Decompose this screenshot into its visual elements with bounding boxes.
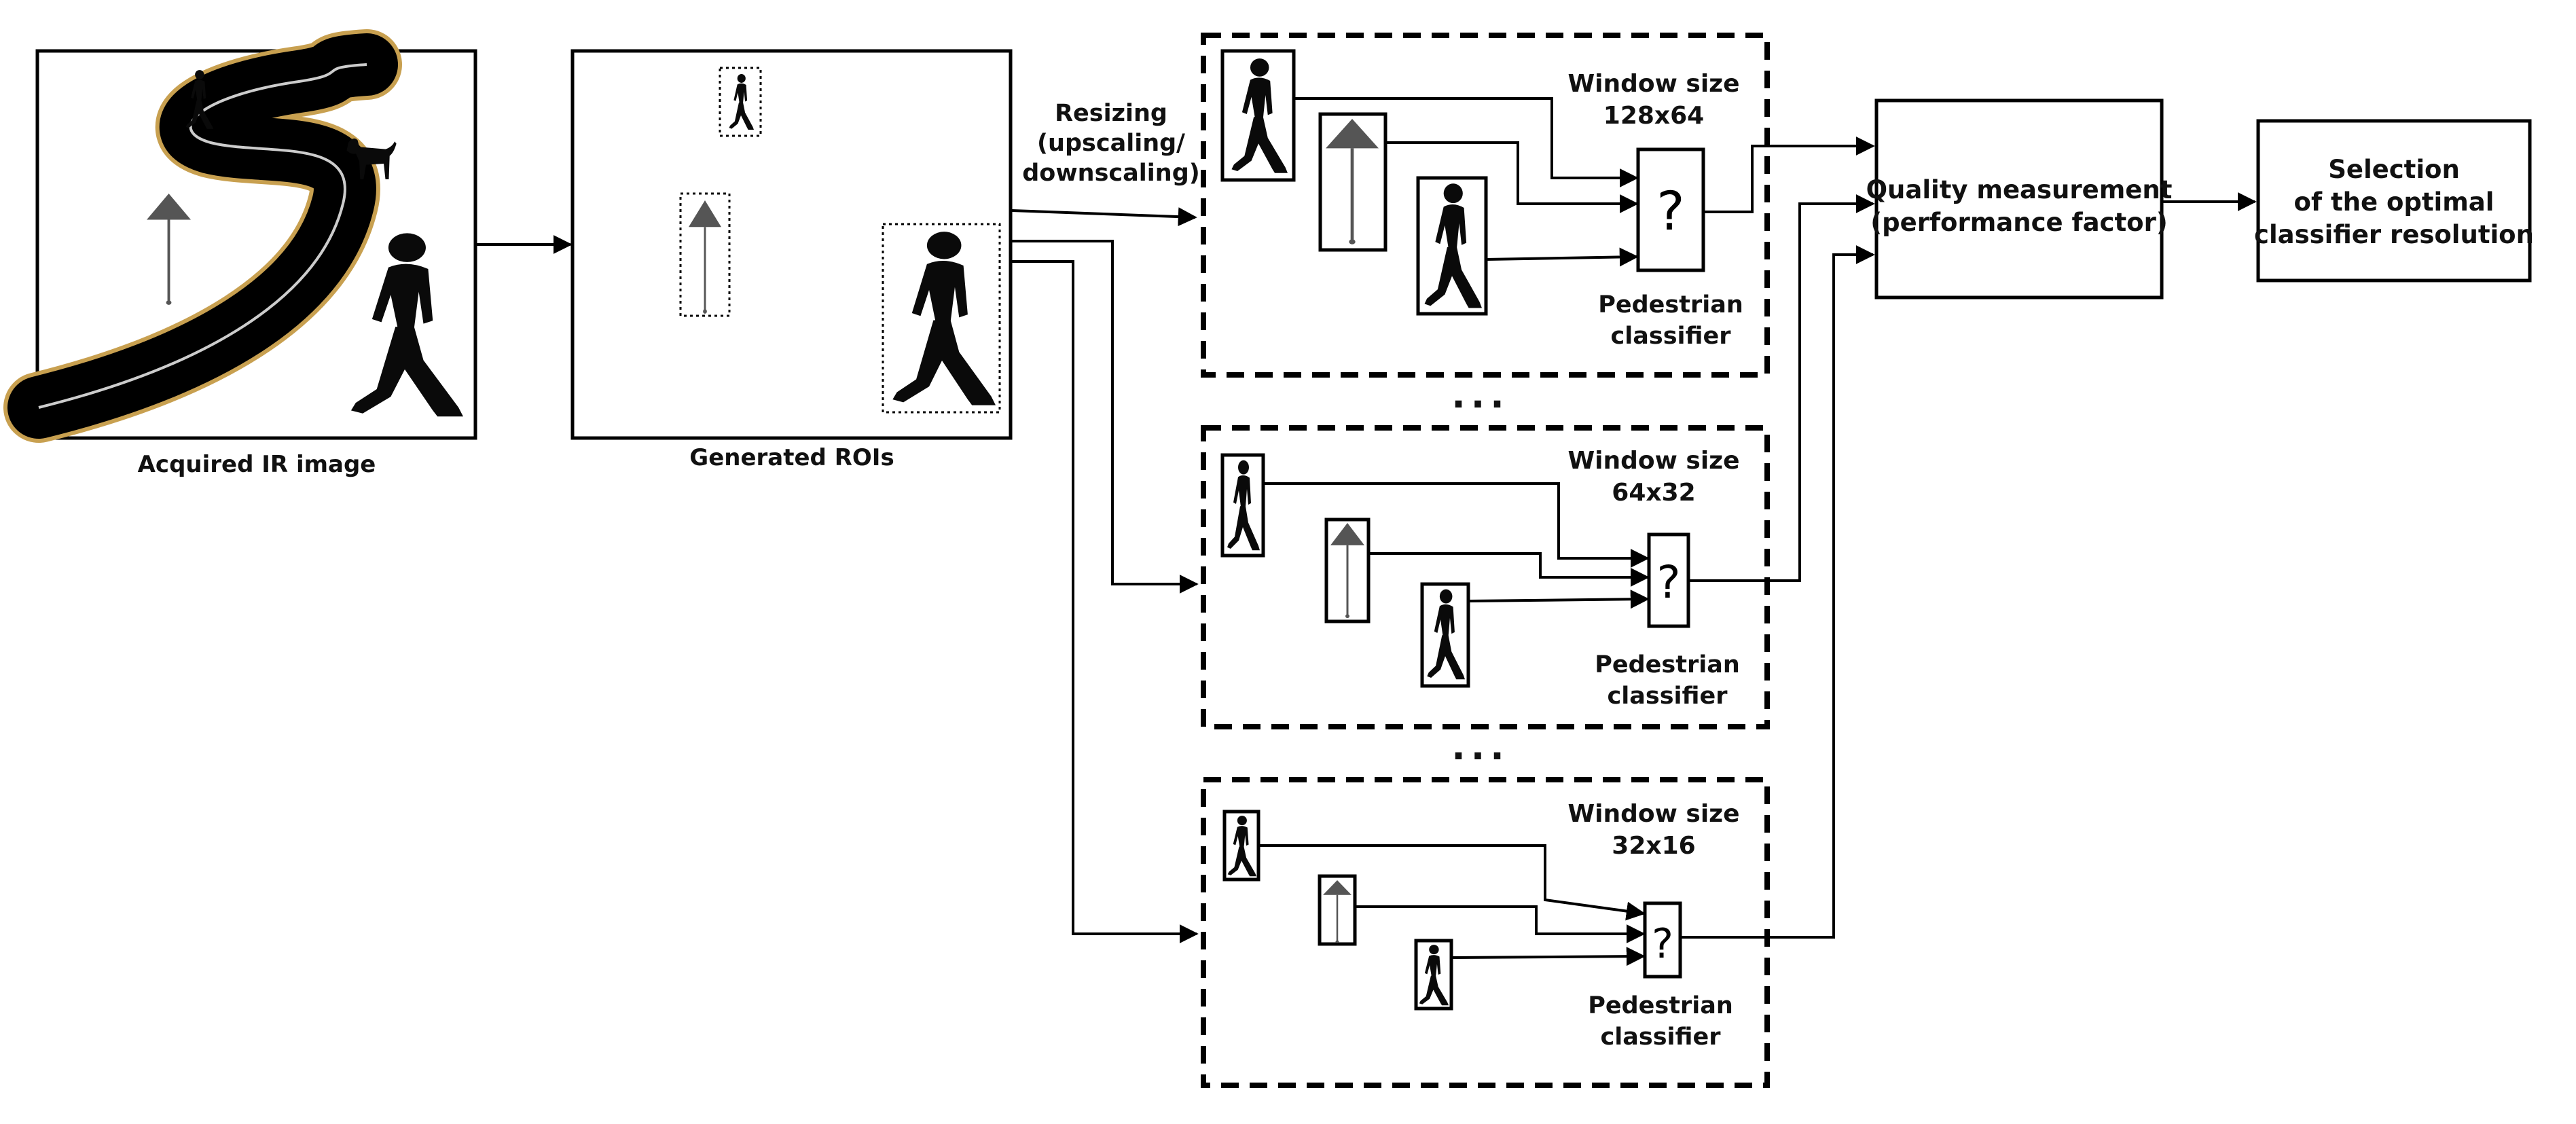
svg-text:32x16: 32x16 xyxy=(1612,832,1695,860)
resizing-label: Resizing (upscaling/ downscaling) xyxy=(1022,100,1200,187)
arrow-to-branch-128x64 xyxy=(1011,207,1197,227)
svg-text:Resizing: Resizing xyxy=(1055,100,1167,127)
svg-text:Pedestrian: Pedestrian xyxy=(1588,992,1733,1019)
arrow-branch1-to-quality xyxy=(1703,137,1875,213)
roi-pedestrian-large xyxy=(882,223,1001,414)
svg-text:?: ? xyxy=(1656,556,1680,609)
svg-text:?: ? xyxy=(1656,181,1684,242)
svg-text:of the optimal: of the optimal xyxy=(2294,187,2495,217)
generated-rois-panel xyxy=(570,49,1013,440)
svg-text:classifier: classifier xyxy=(1601,1023,1722,1051)
quality-measurement-box: Quality measurement (performance factor) xyxy=(1866,98,2173,300)
roi-pedestrian-small xyxy=(719,67,762,137)
svg-text:downscaling): downscaling) xyxy=(1022,160,1200,187)
svg-text:Quality measurement: Quality measurement xyxy=(1866,175,2173,204)
svg-text:(performance factor): (performance factor) xyxy=(1870,208,2168,237)
arrow-to-branch-32x16 xyxy=(1012,260,1199,943)
classifier-box-2 xyxy=(1647,532,1690,628)
svg-text:(upscaling/: (upscaling/ xyxy=(1037,130,1185,157)
svg-text:classifier resolution: classifier resolution xyxy=(2254,220,2534,249)
arrow-branch3-to-quality xyxy=(1680,245,1875,939)
svg-text:classifier: classifier xyxy=(1608,683,1728,710)
ellipsis-1: ... xyxy=(1451,374,1510,416)
svg-text:Pedestrian: Pedestrian xyxy=(1598,291,1743,319)
svg-text:Window size: Window size xyxy=(1567,447,1739,475)
branch-32x16: Window size 32x16 ? Pedestrian classifie… xyxy=(1201,777,1770,1088)
roi-road-sign xyxy=(679,192,731,317)
svg-text:Selection: Selection xyxy=(2328,155,2460,184)
svg-text:Window size: Window size xyxy=(1567,70,1739,98)
acquired-ir-image-panel xyxy=(3,29,477,443)
arrow-to-branch-64x32 xyxy=(1012,240,1199,594)
svg-text:classifier: classifier xyxy=(1611,323,1732,350)
svg-text:64x32: 64x32 xyxy=(1612,479,1695,507)
svg-text:Window size: Window size xyxy=(1567,800,1739,828)
generated-rois-caption: Generated ROIs xyxy=(689,444,894,471)
ellipsis-2: ... xyxy=(1451,725,1510,768)
acquired-ir-caption: Acquired IR image xyxy=(138,451,376,478)
svg-text:Pedestrian: Pedestrian xyxy=(1595,651,1740,678)
svg-text:128x64: 128x64 xyxy=(1603,102,1704,130)
classifier-box-3 xyxy=(1643,901,1682,979)
branch-64x32: Window size 64x32 ? Pedestrian classifie… xyxy=(1201,425,1770,729)
selection-box: Selection of the optimal classifier reso… xyxy=(2254,119,2534,283)
branch-128x64: Window size 128x64 ? Pedestrian classifi… xyxy=(1201,33,1770,378)
svg-text:?: ? xyxy=(1652,920,1673,968)
arrow-branch2-to-quality xyxy=(1688,194,1875,582)
classifier-box-1 xyxy=(1636,147,1705,272)
